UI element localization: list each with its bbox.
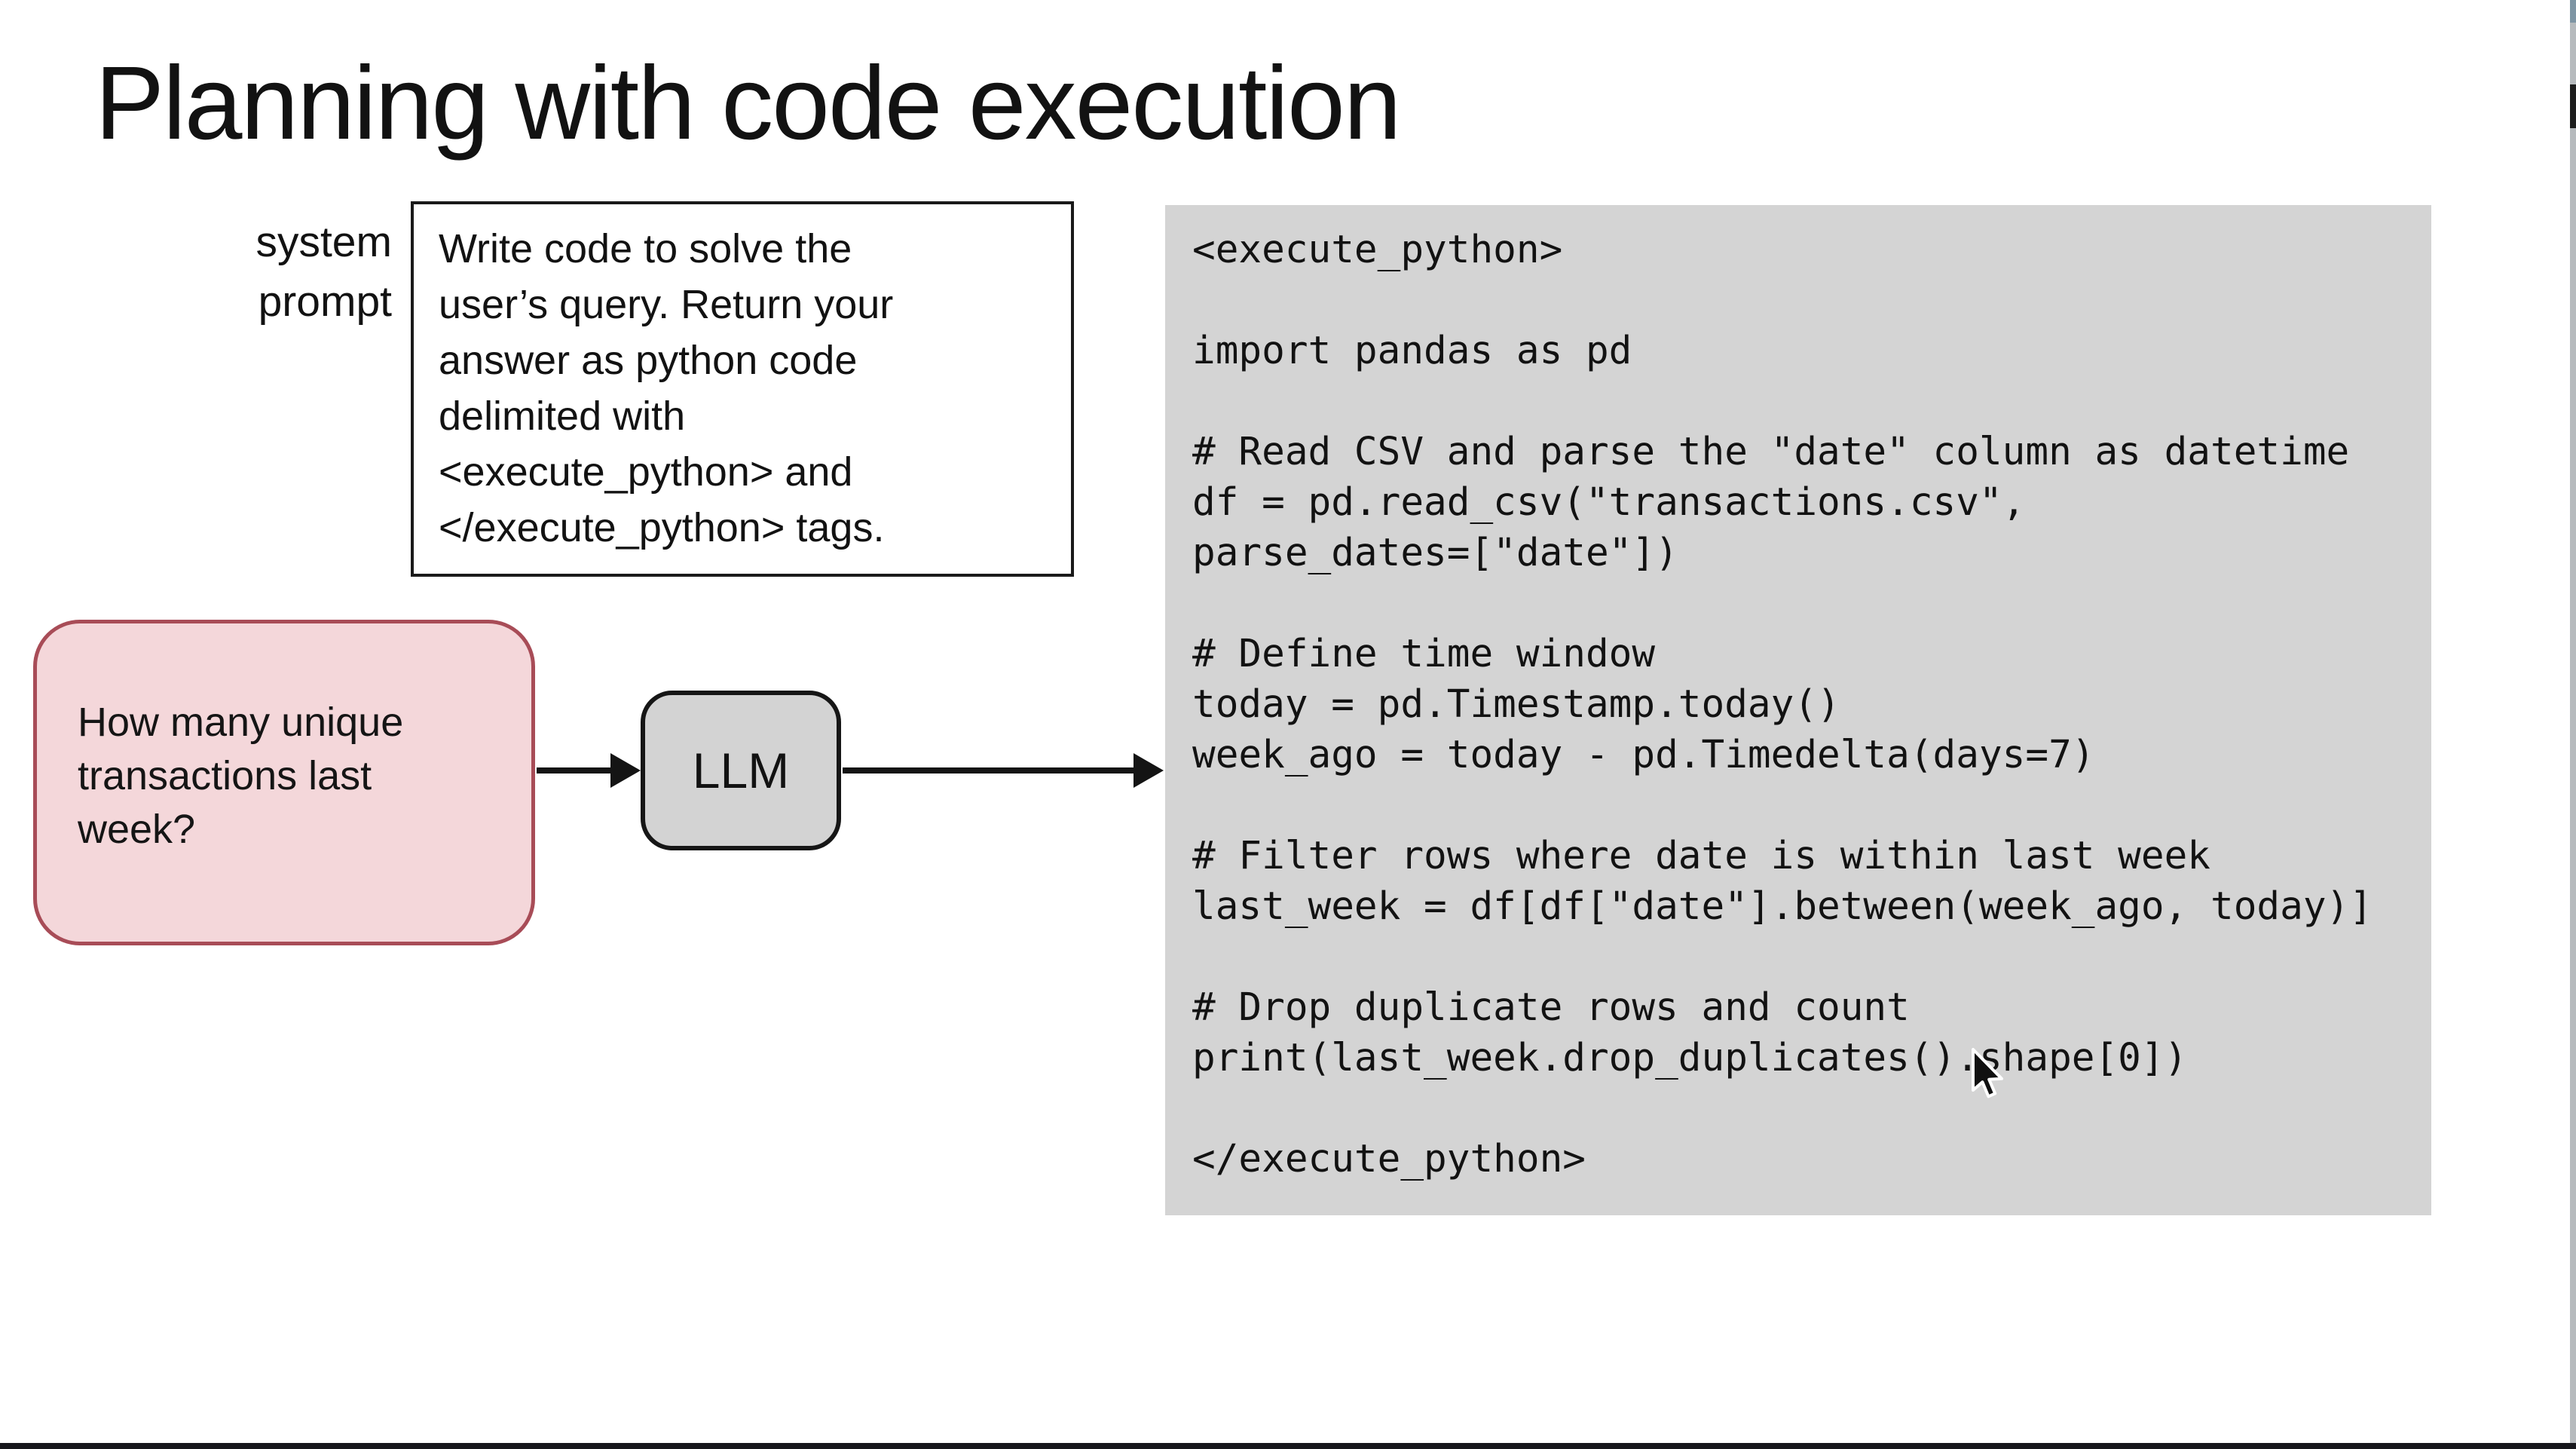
system-prompt-label: system prompt: [255, 218, 392, 326]
llm-label: LLM: [692, 743, 790, 798]
scrollbar-thumb[interactable]: [2570, 84, 2576, 128]
arrow-query-to-llm-line: [537, 767, 613, 774]
user-query-box: How many unique transactions last week?: [33, 620, 535, 945]
scrollbar-top-cap: [2570, 0, 2576, 23]
code-block: <execute_python> import pandas as pd # R…: [1165, 205, 2431, 1215]
arrow-query-to-llm-head: [610, 753, 641, 788]
arrow-llm-to-code-head: [1134, 753, 1164, 788]
slide-title: Planning with code execution: [95, 45, 1402, 161]
system-prompt-box: Write code to solve the user’s query. Re…: [411, 201, 1074, 577]
user-query-text: How many unique transactions last week?: [78, 700, 404, 852]
arrow-llm-to-code-line: [843, 767, 1137, 774]
mouse-cursor-icon: [1972, 1048, 2003, 1098]
system-prompt-text: Write code to solve the user’s query. Re…: [439, 226, 894, 550]
bottom-bar: [0, 1443, 2576, 1449]
llm-box: LLM: [641, 691, 841, 850]
code-text: <execute_python> import pandas as pd # R…: [1192, 228, 2373, 1181]
scrollbar-track[interactable]: [2570, 0, 2576, 1449]
